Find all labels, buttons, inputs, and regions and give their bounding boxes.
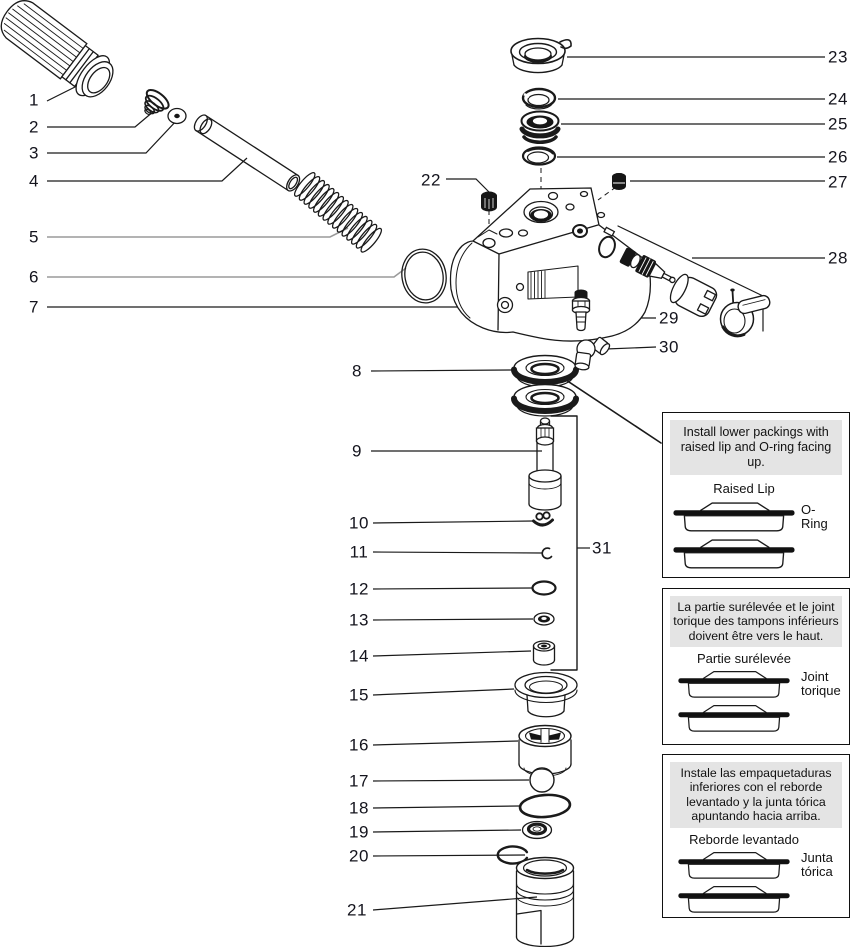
part-4-tube: [193, 114, 301, 192]
part-8-lower-packings: [511, 354, 579, 417]
part-label-9: 9: [352, 441, 362, 461]
part-label-14: 14: [349, 646, 369, 666]
part-label-8: 8: [352, 361, 362, 381]
part-10-clip: [532, 511, 554, 527]
part-2-inlet-filter: [144, 88, 170, 116]
part-23-retainer: [510, 37, 572, 74]
part-label-7: 7: [29, 297, 39, 317]
part-9-piston: [528, 417, 562, 511]
raised-lip-label: Raised Lip: [713, 481, 775, 497]
oring-label: O-Ring: [801, 502, 828, 531]
part-17-ball: [529, 767, 555, 793]
part-label-11: 11: [349, 542, 369, 562]
packing-illustration: [678, 705, 790, 732]
part-label-18: 18: [349, 798, 369, 818]
part-label-2: 2: [29, 117, 39, 137]
part-18-oring: [518, 793, 572, 819]
part-6-oring: [401, 248, 447, 304]
part-25-upper-packing: [519, 110, 561, 145]
part-label-26: 26: [828, 147, 848, 167]
part-7-pump-block: [449, 187, 652, 342]
part-label-22: 22: [421, 170, 441, 190]
part-label-5: 5: [29, 227, 39, 247]
callout-box-spanish: Instale las empaquetaduras inferiores co…: [662, 754, 850, 918]
packing-illustration: [673, 502, 795, 532]
part-label-27: 27: [828, 172, 848, 192]
part-1-handle: [0, 0, 114, 98]
part-3-washer: [167, 107, 187, 125]
leader-lines: [46, 56, 825, 911]
part-5-spring: [293, 171, 383, 253]
part-label-6: 6: [29, 267, 39, 287]
part-12-oring: [531, 580, 557, 596]
part-label-13: 13: [349, 610, 369, 630]
packing-illustration: [678, 851, 790, 879]
part-19-seat: [521, 820, 553, 840]
raised-lip-label-es: Reborde levantado: [689, 831, 799, 847]
part-16-cage: [518, 724, 572, 777]
part-label-4: 4: [29, 171, 39, 191]
part-13-washer: [533, 612, 555, 626]
part-label-3: 3: [29, 143, 39, 163]
part-label-30: 30: [659, 337, 679, 357]
part-14-seat: [532, 640, 556, 666]
part-label-25: 25: [828, 114, 848, 134]
part-label-15: 15: [349, 685, 369, 705]
callout-box-french: La partie surélevée et le joint torique …: [662, 588, 850, 745]
oring-label-es: Junta tórica: [801, 849, 833, 879]
oring-label-fr: Joint torique: [801, 669, 841, 699]
callout-note-spanish: Instale las empaquetaduras inferiores co…: [670, 762, 842, 828]
part-11-clip: [541, 547, 553, 560]
part-29-fitting: [571, 289, 591, 332]
part-label-10: 10: [349, 513, 369, 533]
part-label-23: 23: [828, 47, 848, 67]
part-21-housing: [515, 856, 575, 947]
part-label-16: 16: [349, 735, 369, 755]
part-label-31: 31: [592, 538, 612, 558]
part-24-ring: [521, 87, 557, 110]
part-label-20: 20: [349, 846, 369, 866]
part-label-12: 12: [349, 579, 369, 599]
part-20-ring: [496, 845, 529, 865]
callout-note-english: Install lower packings with raised lip a…: [670, 420, 842, 476]
part-15-bushing: [514, 671, 578, 718]
packing-illustration: [673, 539, 795, 569]
part-label-17: 17: [349, 771, 369, 791]
part-label-1: 1: [29, 90, 39, 110]
part-27-plug: [612, 173, 626, 190]
part-label-21: 21: [347, 900, 367, 920]
packing-illustration: [678, 671, 790, 698]
part-26-washer: [521, 146, 557, 166]
part-label-24: 24: [828, 89, 848, 109]
part-22-plug: [481, 191, 497, 212]
part-28-valve-assembly: [598, 226, 771, 338]
packing-illustration: [678, 885, 790, 913]
part-label-19: 19: [349, 822, 369, 842]
callout-box-english: Install lower packings with raised lip a…: [662, 412, 850, 578]
part-label-29: 29: [659, 308, 679, 328]
part-label-28: 28: [828, 248, 848, 268]
part-30-elbow: [574, 336, 611, 371]
raised-lip-label-fr: Partie surélevée: [697, 651, 791, 667]
callout-note-french: La partie surélevée et le joint torique …: [670, 596, 842, 648]
